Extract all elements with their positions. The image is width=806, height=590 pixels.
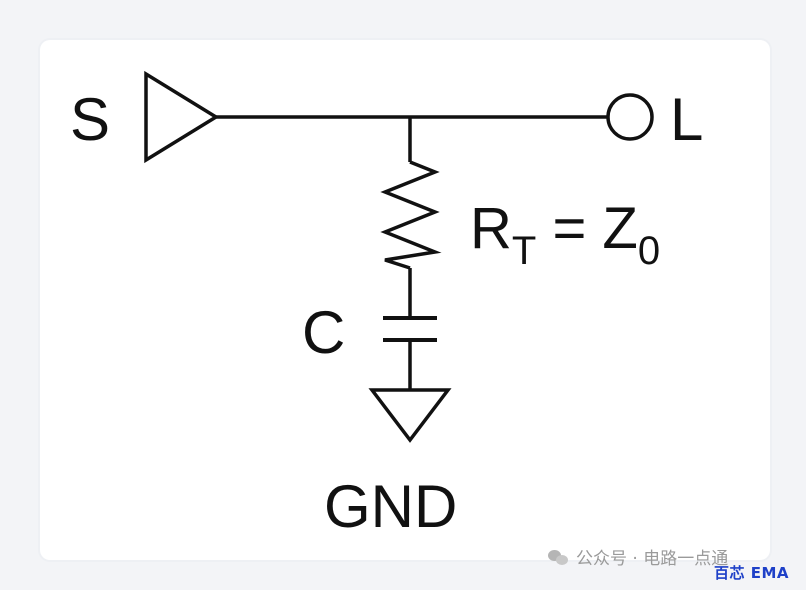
capacitor-label: C	[302, 299, 345, 366]
load-receiver-symbol	[606, 93, 654, 141]
source-driver-symbol	[144, 70, 220, 164]
watermark: 公众号 · 电路一点通	[548, 544, 728, 569]
resistor-label: RT = Z0	[470, 196, 660, 273]
resistor-symbol-text: R	[470, 196, 512, 261]
resistor-subscript: T	[512, 229, 536, 273]
source-label: S	[70, 86, 110, 153]
watermark-text: 公众号 · 电路一点通	[576, 549, 729, 569]
wechat-icon	[548, 548, 570, 566]
equals-z-text: = Z	[536, 196, 638, 261]
termination-resistor-symbol	[380, 160, 442, 270]
load-label: L	[670, 86, 703, 153]
z-subscript: 0	[638, 229, 660, 273]
ground-symbol	[368, 388, 452, 443]
brand-logo-text: 百芯 EMA	[714, 564, 790, 582]
ground-label: GND	[324, 473, 457, 540]
